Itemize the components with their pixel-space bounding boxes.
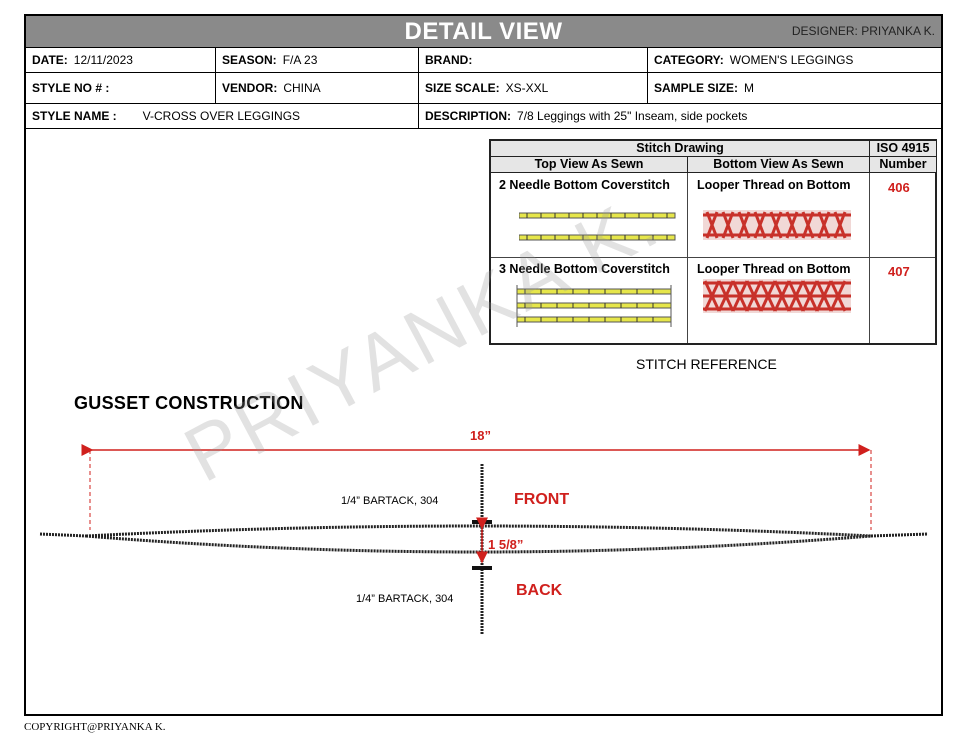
info-row-2: STYLE NO # : VENDOR: CHINA SIZE SCALE: XS-…: [26, 73, 941, 104]
coverstitch-2-needle-drawing: [519, 212, 676, 241]
bottom-view-header: Bottom View As Sewn: [688, 157, 870, 173]
season-label: SEASON:: [222, 53, 277, 67]
gusset-width-label: 18”: [470, 428, 491, 443]
season-value: F/A 23: [282, 53, 318, 67]
brand-cell: BRAND:: [419, 48, 648, 72]
category-label: CATEGORY:: [654, 53, 724, 67]
style-no-label: STYLE NO # :: [32, 81, 110, 95]
sample-size-value: M: [744, 81, 755, 95]
page-title: DETAIL VIEW: [404, 18, 563, 45]
bartack-bottom: [472, 566, 492, 570]
number-header: Number: [870, 157, 936, 173]
category-value: WOMEN'S LEGGINGS: [729, 53, 854, 67]
iso-406: 406: [888, 180, 910, 195]
style-name-value: V-CROSS OVER LEGGINGS: [142, 109, 301, 123]
stitch-drawing-header: Stitch Drawing: [491, 141, 870, 157]
column-divider: [869, 173, 870, 343]
date-value: 12/11/2023: [73, 53, 133, 67]
row1-top-caption: 2 Needle Bottom Coverstitch: [499, 178, 670, 192]
style-no-cell: STYLE NO # :: [26, 73, 216, 103]
row2-top-caption: 3 Needle Bottom Coverstitch: [499, 262, 670, 276]
description-cell: DESCRIPTION: 7/8 Leggings with 25" Inseam…: [419, 104, 941, 128]
gusset-right-tail: [870, 532, 929, 538]
bartack-top-note: 1/4” BARTACK, 304: [341, 495, 439, 507]
description-label: DESCRIPTION:: [425, 109, 512, 123]
sample-size-label: SAMPLE SIZE:: [654, 81, 739, 95]
description-value: 7/8 Leggings with 25" Inseam, side pocke…: [517, 109, 748, 123]
size-scale-cell: SIZE SCALE: XS-XXL: [419, 73, 648, 103]
date-cell: DATE: 12/11/2023: [26, 48, 216, 72]
vendor-value: CHINA: [283, 81, 321, 95]
sample-size-cell: SAMPLE SIZE: M: [648, 73, 941, 103]
front-label: FRONT: [514, 491, 570, 508]
coverstitch-3-needle-drawing: [516, 285, 672, 327]
copyright: COPYRIGHT@PRIYANKA K.: [24, 721, 166, 733]
column-divider: [687, 173, 688, 343]
gusset-height-label: 1 5/8”: [488, 537, 524, 552]
gusset-diagram: [39, 444, 929, 634]
size-scale-label: SIZE SCALE:: [425, 81, 500, 95]
row1-bottom-caption: Looper Thread on Bottom: [697, 178, 851, 192]
category-cell: CATEGORY: WOMEN'S LEGGINGS: [648, 48, 941, 72]
size-scale-value: XS-XXL: [505, 81, 549, 95]
title-bar: DETAIL VIEW DESIGNER: PRIYANKA K.: [26, 16, 941, 48]
bartack-top: [472, 520, 492, 524]
style-name-label: STYLE NAME :: [32, 109, 117, 123]
row-divider: [491, 257, 935, 258]
info-row-3: STYLE NAME : V-CROSS OVER LEGGINGS DESCRI…: [26, 104, 941, 129]
date-label: DATE:: [32, 53, 68, 67]
looper-thread-407-drawing: [703, 279, 851, 313]
designer-credit: DESIGNER: PRIYANKA K.: [791, 24, 935, 38]
gusset-left-tail: [39, 532, 87, 538]
brand-label: BRAND:: [425, 53, 473, 67]
gusset-front-edge: [85, 524, 872, 538]
bartack-bottom-note: 1/4” BARTACK, 304: [356, 593, 454, 605]
row2-bottom-caption: Looper Thread on Bottom: [697, 262, 851, 276]
gusset-back-edge: [85, 534, 872, 554]
iso-header: ISO 4915: [870, 141, 936, 157]
season-cell: SEASON: F/A 23: [216, 48, 419, 72]
style-name-cell: STYLE NAME : V-CROSS OVER LEGGINGS: [26, 104, 419, 128]
stitch-reference-table: Stitch Drawing ISO 4915 Top View As Sewn…: [489, 139, 937, 345]
top-view-header: Top View As Sewn: [491, 157, 688, 173]
back-label: BACK: [516, 582, 563, 599]
vendor-cell: VENDOR: CHINA: [216, 73, 419, 103]
gusset-title: GUSSET CONSTRUCTION: [74, 393, 304, 413]
vendor-label: VENDOR:: [222, 81, 278, 95]
spec-sheet: DETAIL VIEW DESIGNER: PRIYANKA K. DATE: 1…: [24, 14, 943, 716]
looper-thread-406-drawing: [703, 210, 851, 240]
info-row-1: DATE: 12/11/2023 SEASON: F/A 23 BRAND: CAT…: [26, 48, 941, 73]
iso-407: 407: [888, 264, 910, 279]
stitch-reference-caption: STITCH REFERENCE: [636, 356, 777, 372]
